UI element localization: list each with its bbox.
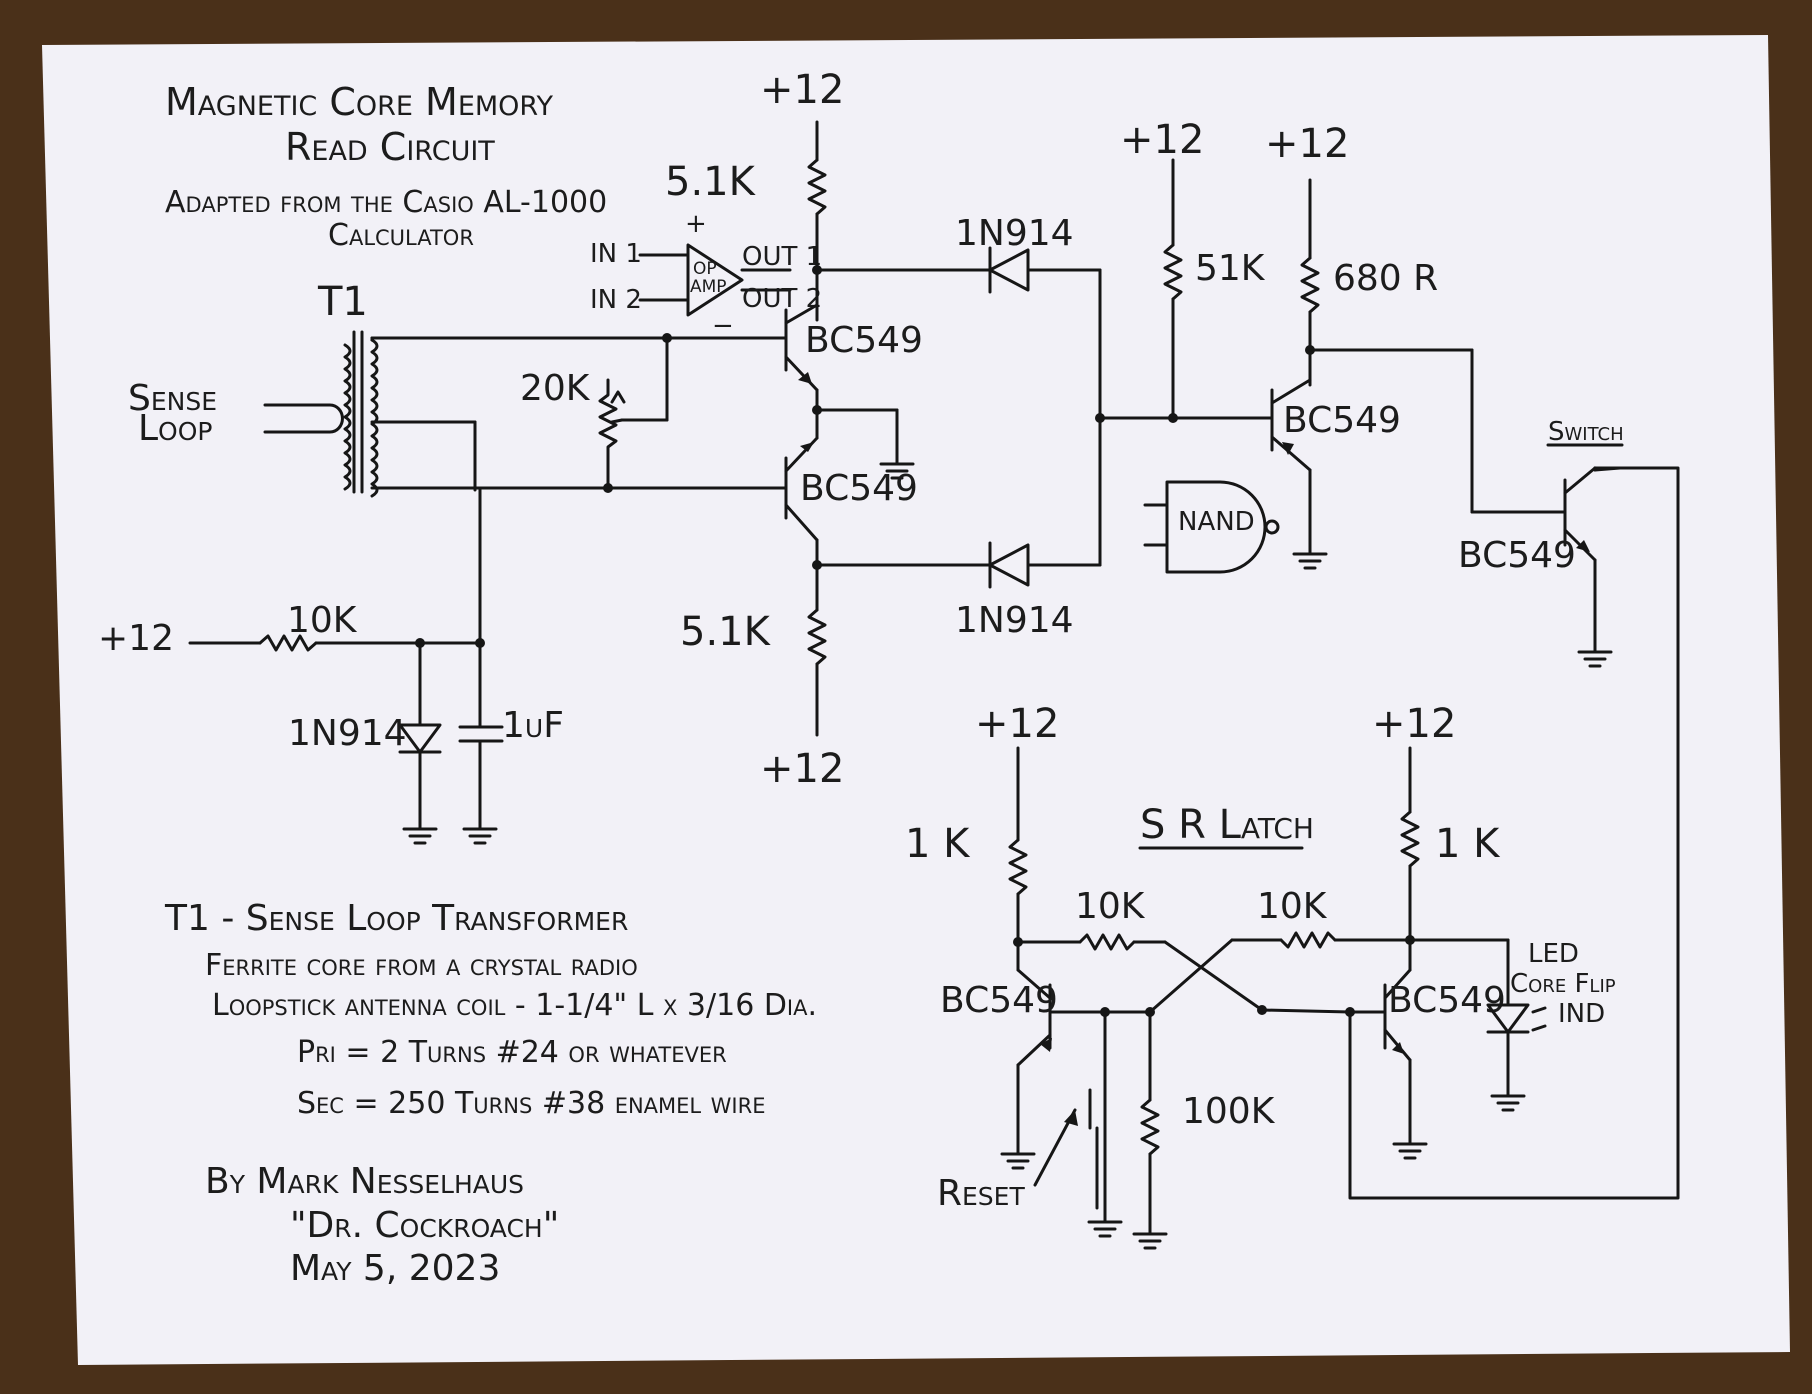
r10k-bias-label: 10K	[287, 600, 358, 641]
q1-label: BC549	[805, 320, 923, 361]
sr-latch-label: S R Latch	[1140, 802, 1314, 848]
notes-line2: Loopstick antenna coil - 1-1/4" L x 3/16…	[212, 988, 817, 1023]
opamp-symbol	[638, 243, 792, 317]
opamp-in1-label: IN 1	[590, 239, 642, 269]
opamp-body-1: OP	[693, 259, 717, 279]
reset-button	[1033, 1010, 1123, 1238]
resistor-100k	[1132, 1010, 1168, 1250]
latch-r1k-right-label: 1 K	[1435, 821, 1501, 867]
diode-top-label: 1N914	[955, 213, 1074, 254]
latch-r10k-right-label: 10K	[1257, 886, 1328, 927]
supply-680-label: +12	[1265, 121, 1349, 167]
resistor-51k	[1163, 158, 1183, 420]
notes-heading: T1 - Sense Loop Transformer	[164, 898, 628, 939]
sense-loop-label-2: Loop	[138, 408, 213, 449]
led-indicator	[1486, 938, 1547, 1112]
emitter-node	[812, 405, 915, 480]
r680-label: 680 R	[1333, 258, 1438, 299]
notes-line1: Ferrite core from a crystal radio	[205, 948, 638, 983]
bias-network	[188, 634, 504, 845]
supply-51k-label: +12	[1120, 117, 1204, 163]
transistor-q3	[1270, 378, 1328, 570]
latch-cross-coupling	[1016, 931, 1412, 1017]
latch-transistor-right	[1383, 968, 1428, 1160]
latch-supply-left-label: +12	[975, 701, 1059, 747]
notes-line4: Sec = 250 Turns #38 enamel wire	[297, 1086, 765, 1121]
latch-r1k-left-label: 1 K	[905, 821, 971, 867]
opamp-minus-label: −	[712, 311, 734, 341]
upper-collector-branch	[807, 120, 992, 322]
r5k1-top-label: 5.1K	[665, 159, 757, 205]
switch-transistor	[1470, 348, 1622, 668]
r5k1-bottom-label: 5.1K	[680, 609, 772, 655]
paper-sheet	[42, 35, 1790, 1365]
latch-r100k-label: 100K	[1182, 1091, 1276, 1132]
opamp-out1-label: OUT 1	[742, 242, 822, 272]
author-line1: By Mark Nesselhaus	[205, 1161, 524, 1202]
bias-supply-label: +12	[98, 618, 174, 659]
latch-r10k-left-label: 10K	[1075, 886, 1146, 927]
author-line3: May 5, 2023	[290, 1248, 500, 1289]
lower-collector-branch	[807, 560, 992, 737]
q-latch-left-label: BC549	[940, 980, 1058, 1021]
subtitle-line2: Calculator	[328, 218, 474, 253]
diode-bottom-label: 1N914	[955, 600, 1074, 641]
supply-top-label: +12	[760, 67, 844, 113]
resistor-680r	[1300, 178, 1474, 387]
t1-label: T1	[317, 279, 368, 325]
led-label-2: Core Flip	[1510, 969, 1616, 999]
reset-label: Reset	[937, 1173, 1025, 1214]
sense-loop-label-1: Sense	[128, 378, 217, 419]
switch-feedback-wire	[1348, 466, 1680, 1200]
latch-left-branch	[1008, 746, 1028, 972]
pot-20k-label: 20K	[520, 368, 591, 409]
or-node-wiring	[1095, 268, 1274, 567]
q2-label: BC549	[800, 468, 918, 509]
title-line1: Magnetic Core Memory	[165, 80, 553, 124]
title-line2: Read Circuit	[285, 125, 495, 169]
cap-1uf-label: 1uF	[502, 705, 564, 746]
led-label-3: IND	[1558, 999, 1605, 1029]
opamp-body-2: AMP	[690, 277, 727, 297]
opamp-in2-label: IN 2	[590, 285, 642, 315]
diode-top	[988, 246, 1102, 294]
nand-label: NAND	[1178, 507, 1255, 537]
notes-line3: Pri = 2 Turns #24 or whatever	[297, 1035, 727, 1070]
switch-label: Switch	[1548, 417, 1624, 447]
r51k-label: 51K	[1195, 248, 1266, 289]
pot-20k	[598, 378, 626, 490]
opamp-plus-label: +	[685, 209, 707, 239]
latch-transistor-left	[1000, 968, 1155, 1170]
author-line2: "Dr. Cockroach"	[290, 1205, 559, 1246]
led-label-1: LED	[1528, 939, 1579, 969]
q-latch-right-label: BC549	[1388, 980, 1506, 1021]
diode-bias-label: 1N914	[288, 713, 407, 754]
subtitle-line1: Adapted from the Casio AL-1000	[165, 185, 607, 220]
diode-bottom	[988, 541, 1102, 589]
q3-label: BC549	[1283, 400, 1401, 441]
nand-gate	[1143, 480, 1280, 574]
secondary-wiring	[370, 333, 788, 645]
q-switch-label: BC549	[1458, 535, 1576, 576]
latch-right-branch	[1400, 746, 1510, 972]
supply-bottom-label: +12	[760, 746, 844, 792]
latch-supply-right-label: +12	[1372, 701, 1456, 747]
